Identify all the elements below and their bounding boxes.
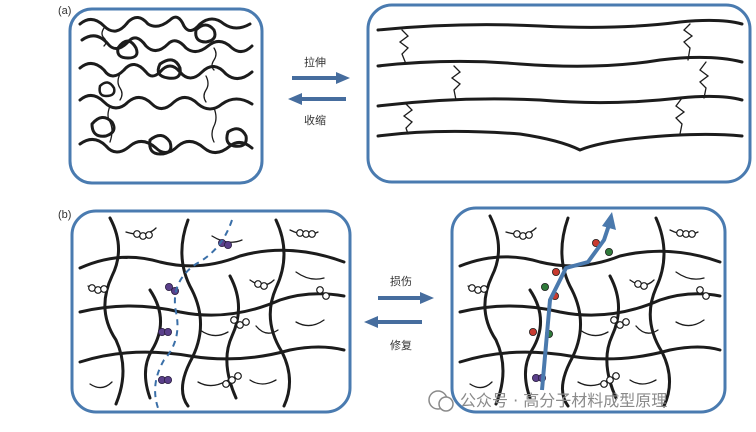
damage-arrow-shaft bbox=[378, 296, 422, 300]
panel-a-label: (a) bbox=[58, 5, 71, 17]
contract-arrow-shaft bbox=[300, 97, 346, 101]
panel-a-arrows: 拉伸 收缩 bbox=[288, 55, 350, 127]
purple-bond-pairs bbox=[157, 238, 232, 384]
panel-b-damaged-network bbox=[450, 206, 727, 414]
open-bond-markers-damaged bbox=[468, 229, 710, 388]
panel-a-relaxed-network bbox=[68, 7, 264, 185]
fracture-path-dashed bbox=[154, 219, 233, 409]
panel-a-left-frame bbox=[68, 7, 264, 185]
contract-label: 收缩 bbox=[304, 113, 326, 127]
repair-label: 修复 bbox=[390, 338, 412, 352]
panel-b-label: (b) bbox=[58, 209, 71, 221]
stretch-arrow-head bbox=[336, 72, 350, 84]
repair-arrow-head bbox=[364, 316, 378, 328]
crack-tip bbox=[602, 212, 616, 230]
damage-label: 损伤 bbox=[390, 274, 412, 288]
stretch-label: 拉伸 bbox=[304, 55, 326, 69]
open-bond-markers bbox=[88, 229, 330, 388]
panel-b-right-frame bbox=[450, 206, 727, 414]
damage-arrow-head bbox=[420, 292, 434, 304]
watermark-text: 公众号 · 高分子材料成型原理 bbox=[460, 391, 667, 410]
panel-a-stretched-network bbox=[366, 3, 752, 184]
panel-b-intact-network bbox=[70, 209, 352, 414]
panel-a-right-frame bbox=[366, 3, 752, 184]
panel-b-left-frame bbox=[70, 209, 352, 414]
watermark: 公众号 · 高分子材料成型原理 bbox=[428, 390, 667, 412]
crack-path bbox=[540, 221, 612, 391]
repair-arrow-shaft bbox=[376, 320, 422, 324]
contract-arrow-head bbox=[288, 93, 302, 105]
stretch-arrow-shaft bbox=[292, 76, 338, 80]
panel-b-arrows: 损伤 修复 bbox=[364, 274, 434, 352]
